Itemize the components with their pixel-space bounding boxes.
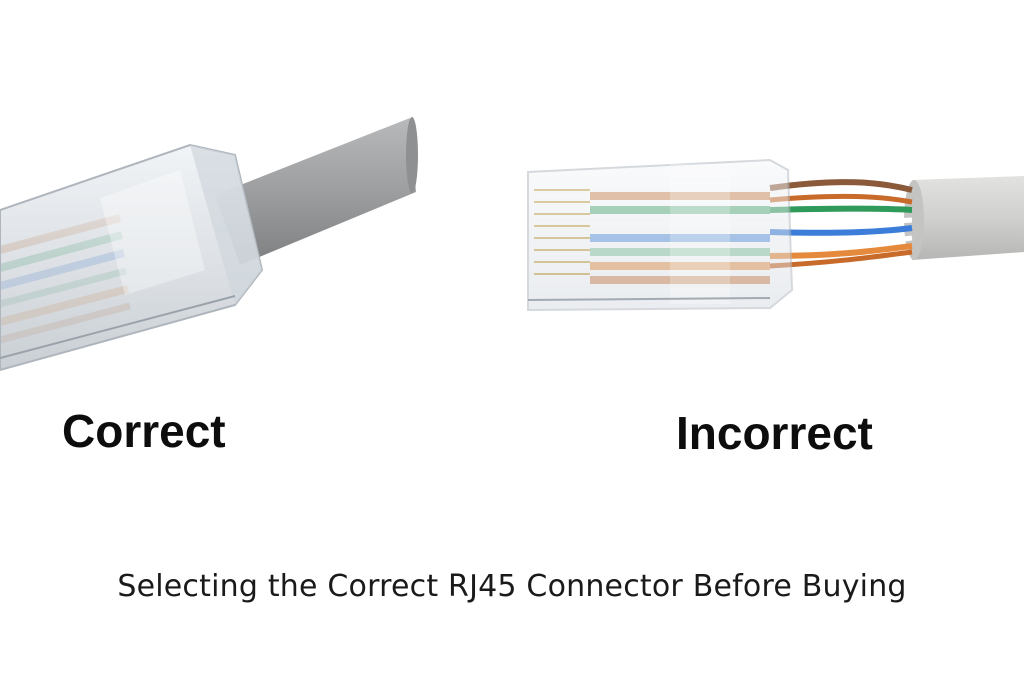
correct-label: Correct	[62, 405, 226, 457]
caption: Selecting the Correct RJ45 Connector Bef…	[117, 569, 907, 604]
cable-jacket	[215, 117, 418, 265]
incorrect-rj45-photo	[527, 158, 1024, 312]
rj45-plug-body	[0, 143, 264, 372]
correct-rj45-photo	[0, 117, 418, 372]
cable-jacket	[904, 176, 1024, 260]
exposed-wires	[769, 179, 913, 269]
incorrect-label: Incorrect	[676, 407, 873, 459]
rj45-plug-body	[527, 158, 794, 312]
